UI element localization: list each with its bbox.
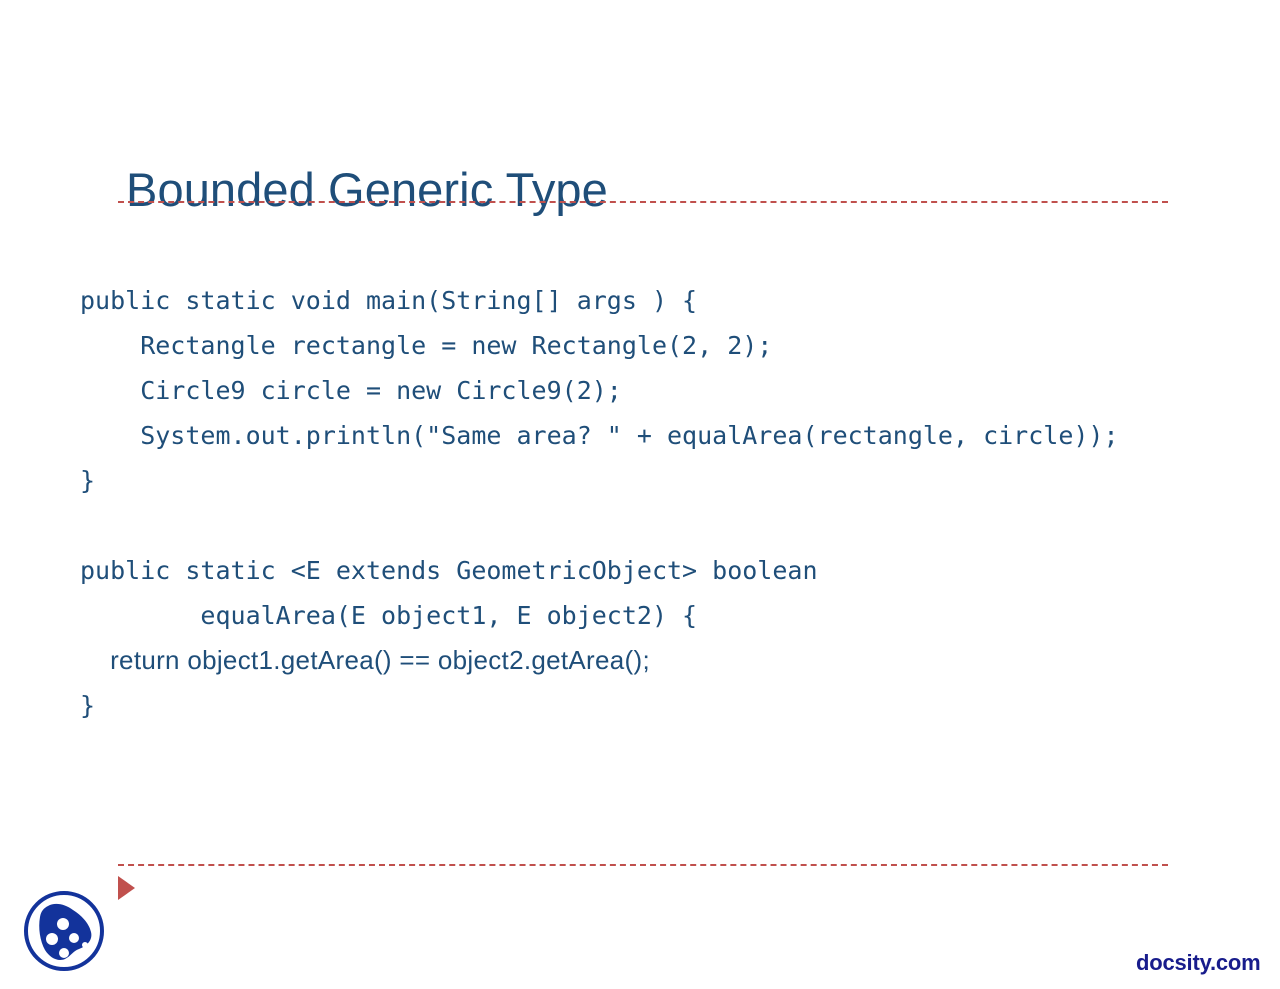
docsity-logo-icon xyxy=(21,888,107,974)
code-line: public static void main(String[] args ) … xyxy=(80,286,698,315)
footer-brand-label: docsity.com xyxy=(1136,950,1261,975)
page-title: Bounded Generic Type xyxy=(126,163,608,217)
code-line: return object1.getArea() == object2.getA… xyxy=(80,645,650,675)
code-line: equalArea(E object1, E object2) { xyxy=(80,601,698,630)
code-line: System.out.println("Same area? " + equal… xyxy=(80,421,1119,450)
play-triangle-icon xyxy=(118,876,135,900)
code-line: } xyxy=(80,466,96,495)
title-divider-top xyxy=(118,201,1168,203)
code-listing: public static void main(String[] args ) … xyxy=(80,278,1240,728)
code-line: } xyxy=(80,691,96,720)
code-line: Rectangle rectangle = new Rectangle(2, 2… xyxy=(80,331,773,360)
code-line: Circle9 circle = new Circle9(2); xyxy=(80,376,622,405)
code-line: public static <E extends GeometricObject… xyxy=(80,556,818,585)
footer-divider-bottom xyxy=(118,864,1168,866)
code-line xyxy=(80,503,1240,548)
